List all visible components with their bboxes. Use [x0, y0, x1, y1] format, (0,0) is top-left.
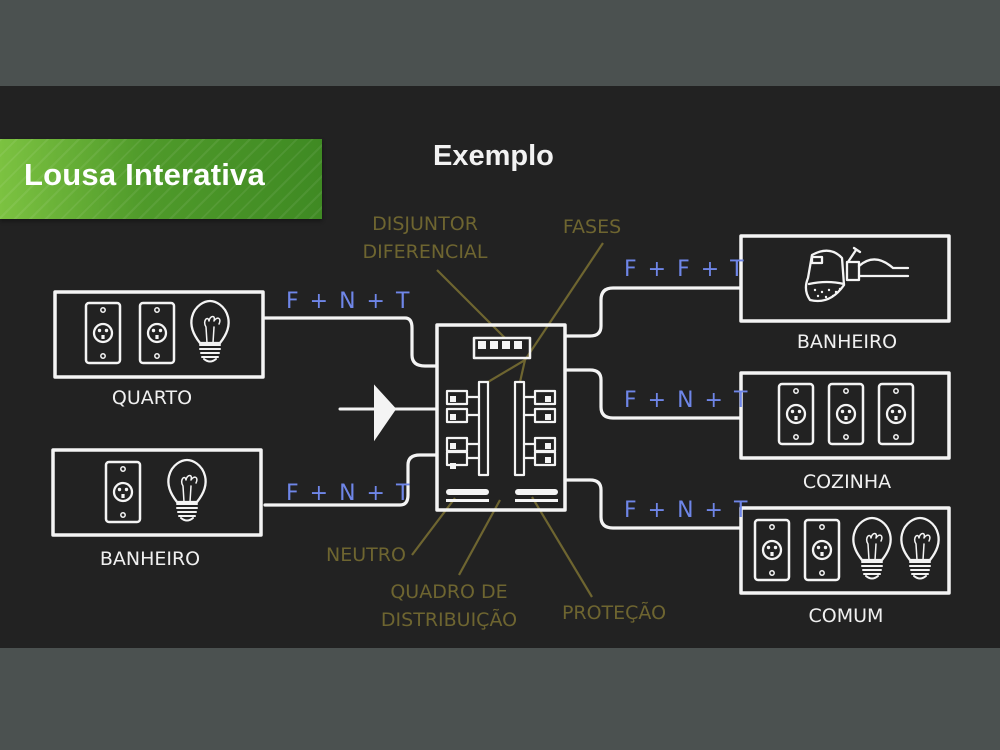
wiring-label-banheiro-right: F + F + T	[624, 257, 746, 282]
phase-bus-right	[513, 380, 526, 477]
room-banheiro-left: BANHEIRO F + N + T	[51, 448, 411, 570]
outlet-icon	[753, 518, 791, 582]
outlet-icon	[877, 382, 915, 446]
annotation-leader-lines	[411, 242, 604, 598]
wiring-label-quarto: F + N + T	[286, 289, 411, 314]
annotation-quadro-2: DISTRIBUIÇÃO	[381, 608, 517, 631]
room-label-banheiro-left: BANHEIRO	[100, 548, 200, 570]
leader-disjuntor	[436, 269, 506, 339]
outlet-icon	[777, 382, 815, 446]
diagram-title: Exemplo	[433, 140, 554, 172]
wire-comum	[564, 478, 742, 530]
room-banheiro-right: BANHEIRO F + F + T	[624, 234, 951, 353]
wire-cozinha	[564, 368, 742, 420]
outlet-icon	[84, 301, 122, 365]
breakers-right	[522, 389, 557, 467]
lightbulb-icon	[900, 516, 940, 580]
distribution-panel	[435, 323, 567, 512]
outlet-icon	[803, 518, 841, 582]
wiring-label-cozinha: F + N + T	[624, 388, 749, 413]
feed-arrow-icon	[374, 384, 397, 442]
leader-quadro	[458, 499, 501, 576]
lightbulb-icon	[190, 299, 230, 363]
room-label-quarto: QUARTO	[112, 387, 192, 409]
phase-bus-left	[477, 380, 490, 477]
wiring-label-comum: F + N + T	[624, 498, 749, 523]
leader-protecao	[531, 496, 593, 598]
outlet-icon	[827, 382, 865, 446]
banner-label: Lousa Interativa	[24, 157, 265, 192]
wires	[263, 286, 742, 530]
annotation-neutro: NEUTRO	[326, 544, 406, 566]
room-quarto: QUARTO F + N + T	[53, 289, 411, 409]
wire-quarto	[263, 316, 439, 368]
annotations: DISJUNTOR DIFERENCIAL FASES NEUTRO QUADR…	[326, 213, 666, 631]
room-label-comum: COMUM	[809, 605, 884, 627]
wiring-label-banheiro-left: F + N + T	[286, 481, 411, 506]
lightbulb-icon	[167, 458, 207, 522]
room-comum: COMUM F + N + T	[624, 498, 951, 627]
differential-breaker	[472, 336, 532, 360]
leader-fases-c	[518, 359, 527, 383]
lousa-interativa-banner: Lousa Interativa	[0, 139, 322, 219]
annotation-fases: FASES	[563, 216, 621, 238]
lightbulb-icon	[852, 516, 892, 580]
leader-fases-a	[524, 242, 604, 361]
shower-heater-icon	[804, 246, 910, 303]
room-label-cozinha: COZINHA	[803, 471, 891, 493]
annotation-quadro-1: QUADRO DE	[390, 581, 507, 603]
leader-neutro	[411, 497, 456, 556]
outlet-icon	[138, 301, 176, 365]
room-label-banheiro-right: BANHEIRO	[797, 331, 897, 353]
leader-fases-b	[487, 359, 526, 383]
outlet-icon	[104, 460, 142, 524]
wire-banheiro-right	[564, 286, 742, 338]
wire-banheiro-left	[263, 453, 439, 507]
ground-bar	[515, 489, 558, 495]
neutral-bar	[446, 489, 489, 495]
annotation-disjuntor-2: DIFERENCIAL	[362, 241, 487, 263]
annotation-protecao: PROTEÇÃO	[562, 601, 666, 624]
room-cozinha: COZINHA F + N + T	[624, 371, 951, 493]
breakers-left	[445, 389, 481, 467]
annotation-disjuntor-1: DISJUNTOR	[372, 213, 478, 235]
